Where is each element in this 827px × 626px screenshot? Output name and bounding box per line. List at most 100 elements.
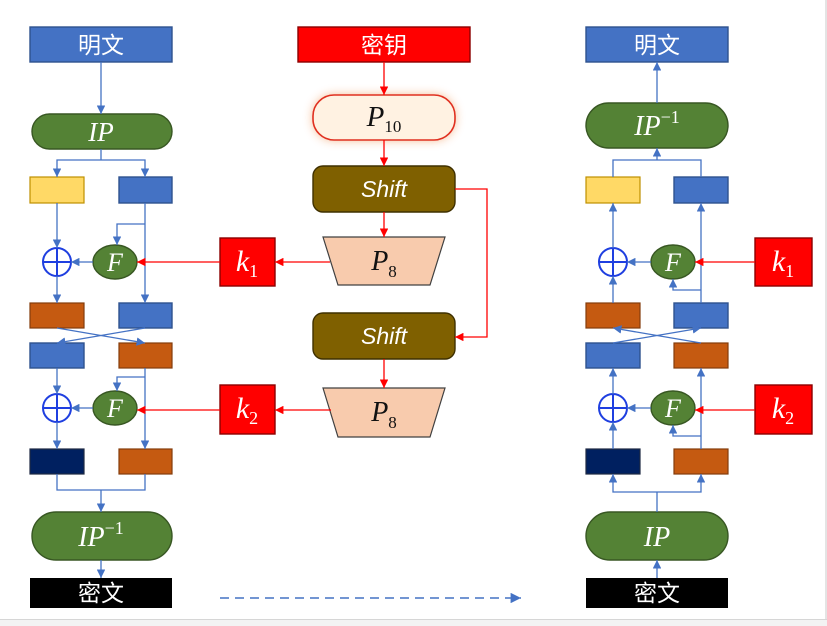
dec-f1-label: F — [664, 248, 682, 277]
enc-f-function-1: F — [92, 244, 138, 280]
dec-k1-sub: 1 — [785, 261, 794, 281]
p10-node: P10 — [312, 94, 456, 141]
key-box: 密钥 — [297, 26, 471, 63]
enc-k2-rect — [219, 384, 276, 435]
swap-arrow — [56, 327, 146, 346]
dec-input-left-block — [585, 448, 641, 475]
dec-k2-box: k2 — [754, 384, 813, 435]
flow-arrow — [668, 279, 701, 291]
dec-ciphertext-rect — [586, 578, 728, 608]
dec-k1-base: k — [772, 245, 786, 278]
xor-icon — [598, 247, 628, 277]
enc-f1-label: F — [106, 248, 124, 277]
xor-icon — [42, 247, 72, 277]
enc-k1-sub: 1 — [249, 261, 258, 281]
dec-swap-left-block — [585, 342, 641, 369]
dec-f2-label: F — [664, 394, 682, 423]
p8-2-label: P8 — [370, 397, 397, 432]
p8-2-sub: 8 — [388, 413, 397, 432]
dec-ciphertext-box: 密文 — [586, 578, 728, 608]
dec-left-half-block — [585, 176, 641, 204]
enc-f-function-2: F — [92, 390, 138, 426]
dec-right-half-block — [673, 176, 729, 204]
dec-k1-rect — [754, 237, 813, 287]
enc-left-half-block — [29, 176, 85, 204]
dec-k1-box: k1 — [754, 237, 813, 287]
dec-plaintext-box: 明文 — [585, 26, 729, 63]
enc-k2-box: k2 — [219, 384, 276, 435]
enc-ip-inverse-sup: −1 — [105, 518, 124, 538]
p8-1-base: P — [370, 246, 388, 277]
dec-round2-left-block — [585, 302, 641, 329]
enc-round2-left-block — [29, 448, 85, 475]
p10-label: P10 — [366, 101, 402, 136]
scroll-track-fill[interactable] — [0, 619, 827, 626]
flow-line — [612, 159, 702, 177]
enc-k2-base: k — [236, 392, 250, 425]
enc-round1-right-block — [118, 302, 173, 329]
xor-icon — [42, 393, 72, 423]
enc-round1-left-block — [29, 302, 85, 329]
dec-plaintext-label: 明文 — [634, 33, 680, 59]
dec-k1-label: k1 — [772, 245, 794, 281]
enc-ciphertext-box: 密文 — [30, 578, 172, 608]
dec-ip-node: IP — [585, 511, 729, 561]
dec-input-right-block — [673, 448, 729, 475]
enc-right-half-block — [118, 176, 173, 204]
xor-icon — [598, 393, 628, 423]
enc-k2-label: k2 — [236, 392, 258, 428]
enc-swap-right-block — [118, 342, 173, 369]
enc-k2-sub: 2 — [249, 408, 258, 428]
enc-ip-inverse-base: IP — [77, 522, 104, 553]
enc-k1-base: k — [236, 245, 250, 278]
shift-1-label: Shift — [361, 176, 409, 202]
enc-k1-label: k1 — [236, 245, 258, 281]
dec-ciphertext-label: 密文 — [634, 581, 680, 607]
p8-2-base: P — [370, 397, 388, 428]
flow-arrow — [52, 159, 101, 177]
p10-base: P — [366, 101, 385, 133]
enc-round2-right-block — [118, 448, 173, 475]
p8-2-trapezoid — [322, 387, 446, 438]
enc-ip-pill — [31, 113, 173, 150]
dec-f-function-1: F — [650, 244, 696, 280]
p8-1-node: P8 — [322, 236, 446, 286]
decryption-column: 明文 IP−1 F k1 — [585, 26, 813, 608]
shift-2-node: Shift — [312, 312, 456, 360]
dec-ip-label: IP — [643, 522, 670, 553]
enc-ip-inverse-pill — [31, 511, 173, 561]
bottom-scroll-track[interactable] — [0, 619, 827, 626]
flow-arrow — [657, 474, 706, 493]
dec-k2-sub: 2 — [785, 408, 794, 428]
enc-ciphertext-rect — [30, 578, 172, 608]
dec-ip-inverse-base: IP — [633, 111, 660, 142]
enc-plaintext-label: 明文 — [78, 33, 124, 59]
dec-round2-right-block — [673, 302, 729, 329]
key-arrow — [455, 188, 488, 342]
enc-plaintext-rect — [29, 26, 173, 63]
dec-plaintext-rect — [585, 26, 729, 63]
enc-k1-box: k1 — [219, 237, 276, 287]
flow-arrow — [668, 425, 701, 437]
encryption-column: 明文 IP F F — [29, 26, 173, 608]
enc-ip-node: IP — [31, 113, 173, 150]
enc-plaintext-box: 明文 — [29, 26, 173, 63]
p8-1-sub: 8 — [388, 262, 397, 281]
flow-arrow — [101, 159, 150, 177]
dec-k2-base: k — [772, 392, 786, 425]
p8-1-trapezoid — [322, 236, 446, 286]
dec-swap-right-block — [673, 342, 729, 369]
p8-1-label: P8 — [370, 246, 397, 281]
dec-k2-label: k2 — [772, 392, 794, 428]
key-label: 密钥 — [361, 33, 407, 59]
swap-arrow — [612, 325, 702, 344]
enc-ip-inverse-node: IP−1 — [31, 511, 173, 561]
enc-ip-inverse-label: IP−1 — [77, 518, 124, 553]
enc-swap-left-block — [29, 342, 85, 369]
dec-ip-inverse-node: IP−1 — [585, 102, 729, 149]
enc-f2-label: F — [106, 394, 124, 423]
dec-ip-inverse-label: IP−1 — [633, 107, 680, 142]
enc-ciphertext-label: 密文 — [78, 581, 124, 607]
p8-2-node: P8 — [322, 387, 446, 438]
